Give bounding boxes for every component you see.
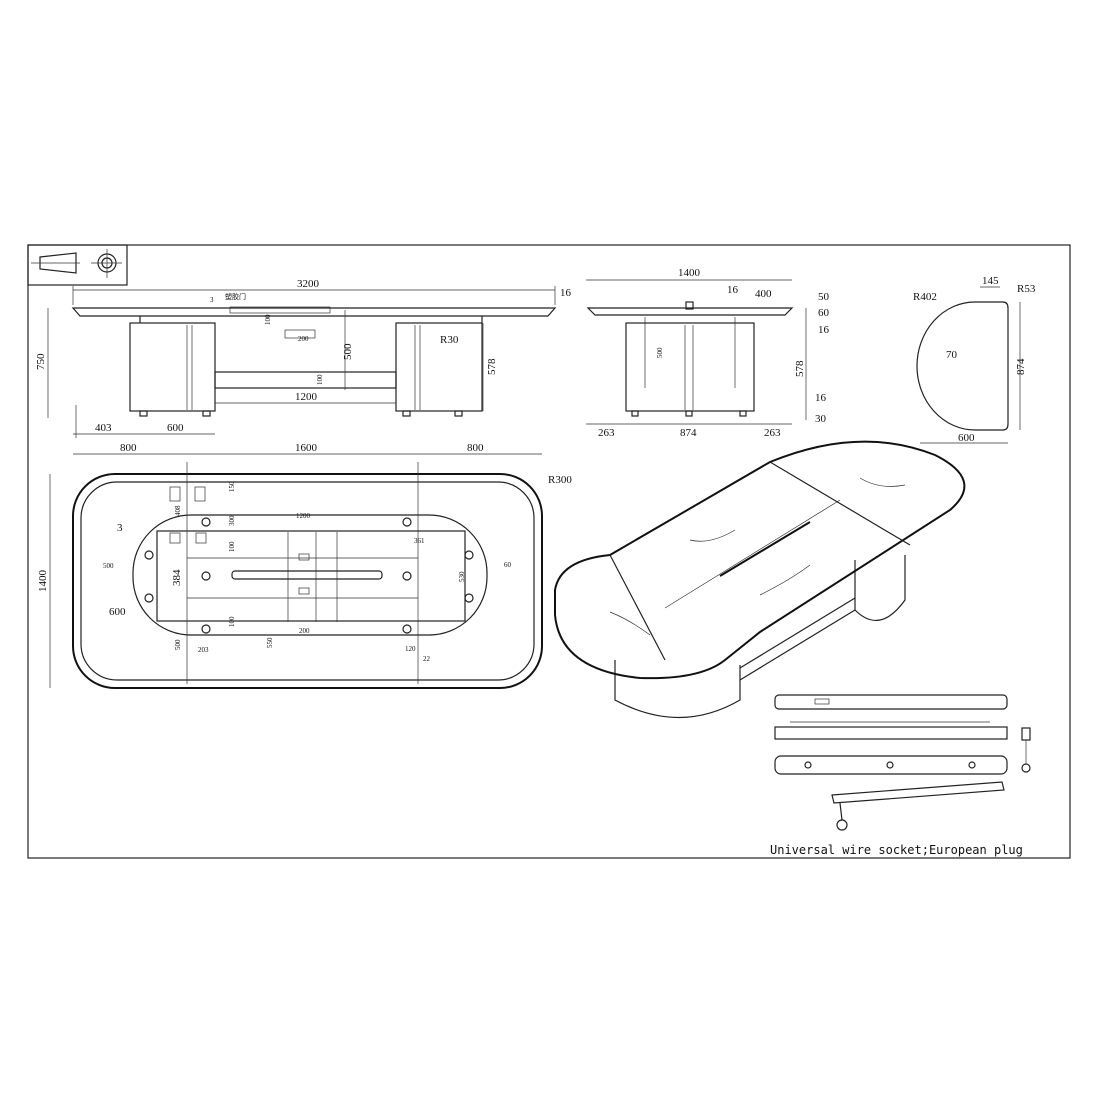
dim-plan-600: 600: [109, 606, 126, 618]
dim-plan-530: 530: [458, 571, 466, 582]
dim-plan-100-b: 100: [228, 616, 236, 627]
dim-side-offset: 400: [755, 288, 772, 300]
plan-view: [49, 453, 543, 689]
dim-plan-gap: 3: [117, 522, 123, 534]
dim-plan-60: 60: [504, 561, 512, 569]
dim-side-50: 50: [818, 291, 830, 303]
dim-overall-length: 3200: [297, 278, 320, 290]
dim-plan-500-bottom: 500: [174, 639, 182, 650]
dim-side-16-bottom: 16: [815, 392, 827, 404]
end-panel-view: [916, 286, 1021, 444]
drawing-frame: [27, 244, 1071, 859]
dim-stretcher: 1200: [295, 391, 318, 403]
dim-plan-384: 384: [171, 569, 183, 586]
dim-top-thickness: 16: [560, 287, 572, 299]
dim-plan-depth: 1400: [37, 570, 49, 593]
side-view: [586, 279, 807, 425]
dim-cable-gap: 500: [342, 343, 354, 360]
dim-side-60: 60: [818, 307, 830, 319]
dim-plan-300: 300: [228, 515, 236, 526]
projection-symbol-icon: [27, 244, 128, 286]
dim-gap: 3: [210, 296, 214, 304]
dim-plan-100: 100: [228, 541, 236, 552]
dim-100-a: 100: [264, 314, 272, 325]
dim-end-width: 600: [958, 432, 975, 444]
dim-radius-small: R53: [1017, 283, 1036, 295]
dim-plan-500-left: 500: [103, 562, 114, 570]
dim-side-right: 263: [764, 427, 781, 439]
dim-side-16-top: 16: [818, 324, 830, 336]
dim-side-thickness: 16: [727, 284, 739, 296]
dim-radius-large: R402: [913, 291, 937, 303]
dim-plan-361: 361: [414, 537, 425, 545]
dim-offset: 403: [95, 422, 112, 434]
dim-side-inner: 500: [656, 347, 664, 358]
dim-end-height: 874: [1015, 358, 1027, 375]
dim-plan-150: 150: [228, 481, 236, 492]
dim-plan-right: 800: [467, 442, 484, 454]
dim-height: 750: [35, 353, 47, 370]
perspective-table-view: [554, 440, 966, 719]
front-view: [47, 286, 557, 438]
dim-pedestal-width: 600: [167, 422, 184, 434]
dim-side-height: 578: [794, 360, 806, 377]
dim-plan-200: 200: [299, 627, 310, 635]
dim-plan-550: 550: [266, 637, 274, 648]
dim-plan-1200: 1200: [296, 512, 311, 520]
dim-side-width: 1400: [678, 267, 701, 279]
dim-side-left: 263: [598, 427, 615, 439]
dim-plan-left: 800: [120, 442, 137, 454]
dim-flat: 145: [982, 275, 999, 287]
dim-side-center: 874: [680, 427, 697, 439]
dim-plan-middle: 1600: [295, 442, 318, 454]
caption: Universal wire socket;European plug: [770, 843, 1023, 857]
dim-plan-408: 408: [174, 505, 182, 516]
dim-slot: 70: [946, 349, 958, 361]
power-strip-details: [774, 694, 1031, 831]
dim-radius: R30: [440, 334, 459, 346]
dim-pedestal-height: 578: [486, 358, 498, 375]
door-label: 塑胶门: [225, 292, 246, 301]
dim-side-30: 30: [815, 413, 827, 425]
dim-plan-203: 203: [198, 646, 209, 654]
dim-corner-radius: R300: [548, 474, 572, 486]
dim-100-b: 100: [316, 374, 324, 385]
dim-plan-120: 120: [405, 645, 416, 653]
dim-grommet: 200: [298, 335, 309, 343]
dim-plan-22: 22: [423, 655, 431, 663]
